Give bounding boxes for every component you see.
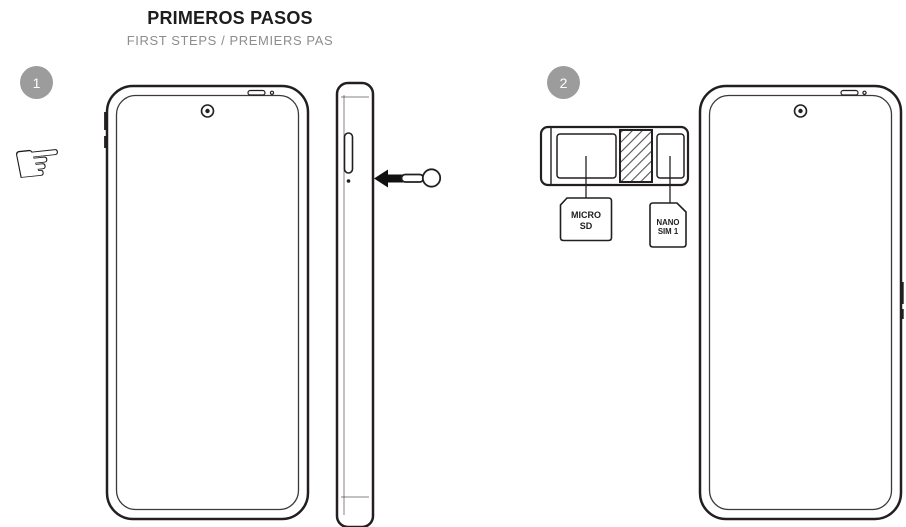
sensor-dot-icon [862,90,867,96]
phone-side-view [335,81,375,527]
phone-body-outline [698,84,903,521]
side-body-outline [335,81,375,527]
phone-front-right [698,84,904,521]
sim-tray-slot [343,132,354,174]
micro-sd-label-line1: MICRO [571,210,601,220]
page-subtitle: FIRST STEPS / PREMIERS PAS [126,33,334,48]
phone-front-left [104,84,310,521]
phone-body-outline [105,84,310,521]
page-title: PRIMEROS PASOS [147,8,313,28]
front-camera-icon [200,104,215,118]
earpiece-speaker-icon [840,89,859,96]
micro-sd-card: MICRO SD [559,197,613,242]
micro-sd-outline [559,197,613,242]
step-1-number: 1 [32,74,41,91]
sim-eject-group [374,168,442,188]
eject-tool-pin [400,173,425,183]
front-camera-dot [798,108,803,114]
phone-screen [708,94,893,511]
front-camera-icon [793,104,808,118]
sensor-dot-icon [269,90,275,96]
sim-pinhole [346,179,351,183]
hatched-block [619,129,653,183]
phone-screen [115,94,300,511]
tray-outline [539,125,690,187]
eject-tool-ring [421,168,442,188]
nano-sim-label-line2: SIM 1 [658,227,679,236]
step-2-badge: 2 [547,66,580,99]
header: PRIMEROS PASOS FIRST STEPS / PREMIERS PA… [60,8,400,48]
nano-sim-outline [649,202,687,248]
step-1-badge: 1 [20,66,53,99]
nano-sim-card: NANO SIM 1 [649,202,687,248]
earpiece-speaker-icon [247,89,266,96]
micro-sd-label-line2: SD [580,221,593,231]
sim-tray [539,125,690,203]
step-2-number: 2 [559,74,568,91]
nano-sim-label-line1: NANO [657,218,680,227]
insert-arrow-icon [374,169,403,188]
front-camera-dot [205,108,210,114]
